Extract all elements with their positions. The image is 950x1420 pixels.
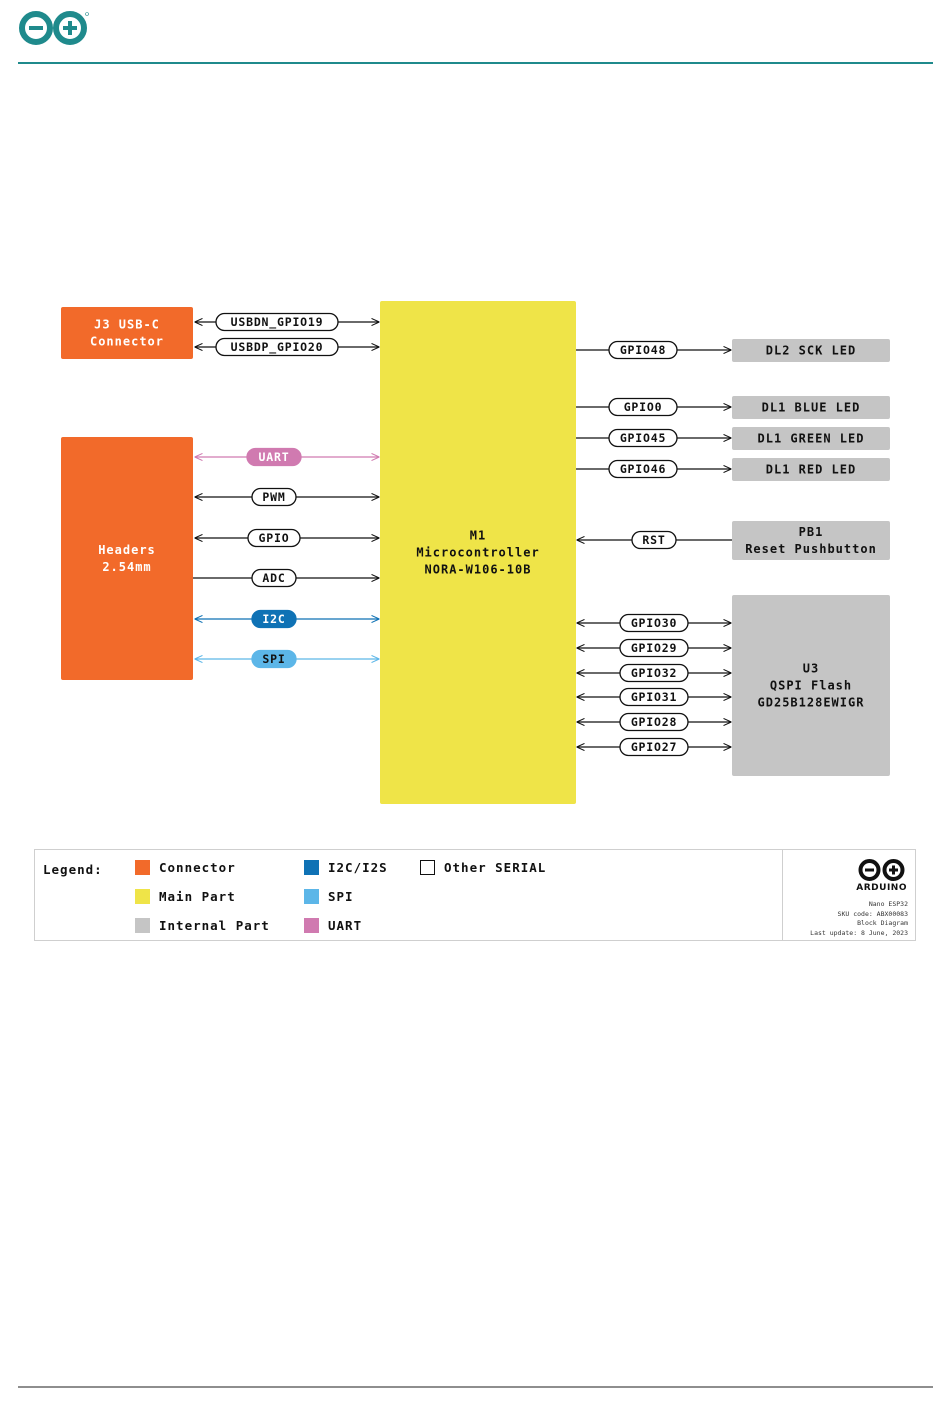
legend-spi: SPI: [304, 889, 354, 904]
signal-gpio46-label: GPIO46: [620, 462, 666, 476]
legend-label-i2c-i2s: I2C/I2S: [328, 860, 388, 875]
block-pb1-label: PB1: [799, 525, 824, 539]
block-mcu-label: Microcontroller: [416, 546, 539, 560]
legend-label-uart: UART: [328, 918, 363, 933]
block-usb: [61, 307, 193, 359]
signal-gpio-label: GPIO: [259, 531, 290, 545]
brand-sku: SKU code: ABX00083: [837, 909, 908, 918]
signal-usbdn-pill: [215, 312, 339, 332]
signal-adc-pill: [251, 568, 297, 588]
legend-swatch-other-serial: [420, 860, 435, 875]
legend-uart: UART: [304, 918, 362, 933]
signal-rst-label: RST: [642, 533, 665, 547]
block-dl2: [732, 339, 890, 362]
block-flash: [732, 595, 890, 776]
signal-i2c-label: I2C: [262, 612, 285, 626]
legend-swatch-uart: [304, 918, 319, 933]
block-flash-label: GD25B128EWIGR: [758, 696, 865, 710]
signal-gpio0-label: GPIO0: [624, 400, 663, 414]
footer-rule: [18, 1386, 933, 1388]
legend-swatch-connector: [135, 860, 150, 875]
signal-gpio30-label: GPIO30: [631, 616, 677, 630]
signal-gpio45-pill: [608, 428, 678, 448]
brand-panel: ARDUINO Nano ESP32 SKU code: ABX00083 Bl…: [782, 850, 915, 940]
block-mcu-label: NORA-W106-10B: [425, 563, 532, 577]
block-dl2-label: DL2 SCK LED: [766, 344, 856, 358]
block-headers-label: 2.54mm: [102, 560, 151, 574]
signal-gpio48-pill: [608, 340, 678, 360]
legend-title: Legend:: [43, 862, 103, 877]
legend-swatch-main-part: [135, 889, 150, 904]
signal-spi-label: SPI: [262, 652, 285, 666]
block-mcu-label: M1: [470, 529, 486, 543]
brand-product: Nano ESP32: [868, 900, 908, 908]
legend-label-internal-part: Internal Part: [159, 918, 270, 933]
legend-other-serial: Other SERIAL: [420, 860, 546, 875]
signal-gpio27-pill: [619, 737, 689, 757]
signal-gpio48-label: GPIO48: [620, 343, 666, 357]
signal-gpio31-label: GPIO31: [631, 690, 677, 704]
block-pb1-label: Reset Pushbutton: [745, 542, 877, 556]
signal-gpio45-label: GPIO45: [620, 431, 666, 445]
block-dl1-green-label: DL1 GREEN LED: [758, 432, 865, 446]
brand-meta: Nano ESP32 SKU code: ABX00083 Block Diag…: [810, 900, 908, 938]
block-headers: [61, 437, 193, 680]
legend-i2c-i2s: I2C/I2S: [304, 860, 388, 875]
signal-usbdn-label: USBDN_GPIO19: [231, 315, 324, 330]
signal-gpio46-pill: [608, 459, 678, 479]
legend-label-connector: Connector: [159, 860, 236, 875]
block-pb1: [732, 521, 890, 560]
block-flash-label: U3: [803, 662, 819, 676]
block-dl1-red-label: DL1 RED LED: [766, 463, 856, 477]
block-dl1-red: [732, 458, 890, 481]
block-flash-label: QSPI Flash: [770, 679, 852, 693]
signal-usbdp-pill: [215, 337, 339, 357]
block-dl1-blue-label: DL1 BLUE LED: [762, 401, 861, 415]
block-usb-label: J3 USB-C: [94, 318, 160, 332]
legend-main-part: Main Part: [135, 889, 236, 904]
arduino-brand-logo-icon: [858, 859, 905, 881]
block-mcu: [380, 301, 576, 804]
legend: Legend: Connector Main Part Internal Par…: [34, 849, 916, 941]
signal-gpio32-label: GPIO32: [631, 666, 677, 680]
legend-swatch-spi: [304, 889, 319, 904]
signal-gpio-pill: [247, 528, 301, 548]
signal-i2c-pill: [251, 609, 297, 629]
signal-uart-label: UART: [259, 450, 290, 464]
legend-connector: Connector: [135, 860, 236, 875]
legend-internal-part: Internal Part: [135, 918, 270, 933]
legend-label-main-part: Main Part: [159, 889, 236, 904]
brand-updated: Last update: 8 June, 2023: [810, 928, 908, 937]
block-usb-label: Connector: [90, 335, 164, 349]
brand-doc: Block Diagram: [857, 919, 908, 927]
signal-gpio0-pill: [608, 397, 678, 417]
signal-gpio29-label: GPIO29: [631, 641, 677, 655]
signal-rst-pill: [631, 530, 677, 550]
signal-gpio27-label: GPIO27: [631, 740, 677, 754]
signal-gpio31-pill: [619, 687, 689, 707]
signal-usbdp-label: USBDP_GPIO20: [231, 340, 324, 355]
legend-label-spi: SPI: [328, 889, 354, 904]
header-rule: [18, 62, 933, 64]
signal-gpio29-pill: [619, 638, 689, 658]
legend-swatch-i2c-i2s: [304, 860, 319, 875]
block-dl1-blue: [732, 396, 890, 419]
signal-uart-pill: [246, 447, 302, 467]
arduino-logo-icon: [19, 11, 89, 45]
signal-adc-label: ADC: [262, 571, 285, 585]
signal-gpio28-label: GPIO28: [631, 715, 677, 729]
block-headers-label: Headers: [98, 543, 156, 557]
signal-gpio32-pill: [619, 663, 689, 683]
brand-name: ARDUINO: [856, 883, 907, 893]
signal-pwm-label: PWM: [262, 490, 285, 504]
legend-swatch-internal-part: [135, 918, 150, 933]
block-dl1-green: [732, 427, 890, 450]
signal-spi-pill: [251, 649, 297, 669]
legend-label-other-serial: Other SERIAL: [444, 860, 547, 875]
signal-gpio30-pill: [619, 613, 689, 633]
signal-pwm-pill: [251, 487, 297, 507]
signal-gpio28-pill: [619, 712, 689, 732]
